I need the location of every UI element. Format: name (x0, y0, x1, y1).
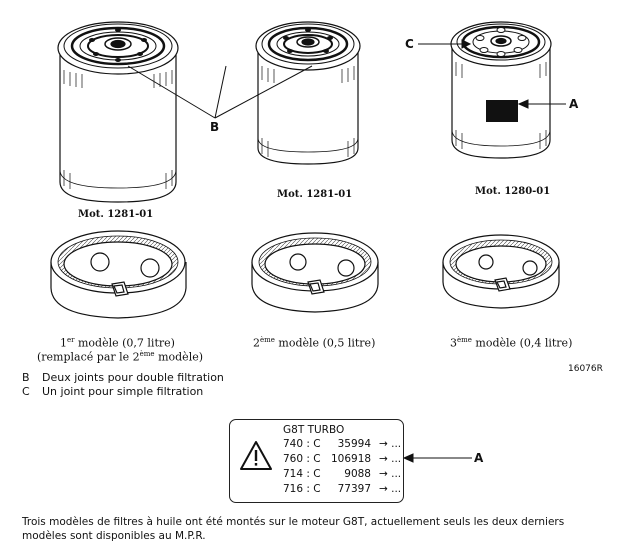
callout-c: C (405, 37, 414, 51)
model-1-caption: 1er modèle (0,7 litre) (60, 336, 175, 350)
filter-2-drawing (255, 21, 361, 165)
model-2-caption: 2ème modèle (0,5 litre) (253, 336, 376, 350)
wrench-1-drawing (50, 230, 187, 319)
filter-1-caption: Mot. 1281-01 (78, 209, 154, 220)
callout-a-box: A (474, 451, 484, 465)
filter-3-drawing (450, 21, 552, 159)
warning-label-box (229, 419, 404, 503)
callout-b: B (210, 120, 220, 134)
warning-triangle-icon (240, 441, 272, 470)
description-text: Trois modèles de filtres à huile ont été… (22, 516, 565, 542)
model-3-caption: 3ème modèle (0,4 litre) (450, 336, 573, 350)
reference-code: 16076R (568, 364, 603, 374)
filter-1-drawing (57, 21, 179, 203)
callout-a-top: A (569, 97, 579, 111)
filter-3-caption: Mot. 1280-01 (475, 186, 551, 197)
callout-lines (127, 39, 566, 119)
wrench-3-drawing (442, 234, 560, 309)
filter-2-caption: Mot. 1281-01 (277, 189, 353, 200)
warning-callout-line (402, 453, 472, 463)
wrench-2-drawing (251, 232, 379, 313)
warning-title: G8T TURBO (283, 424, 345, 436)
model-1-subcaption: (remplacé par le 2ème modèle) (37, 350, 204, 364)
